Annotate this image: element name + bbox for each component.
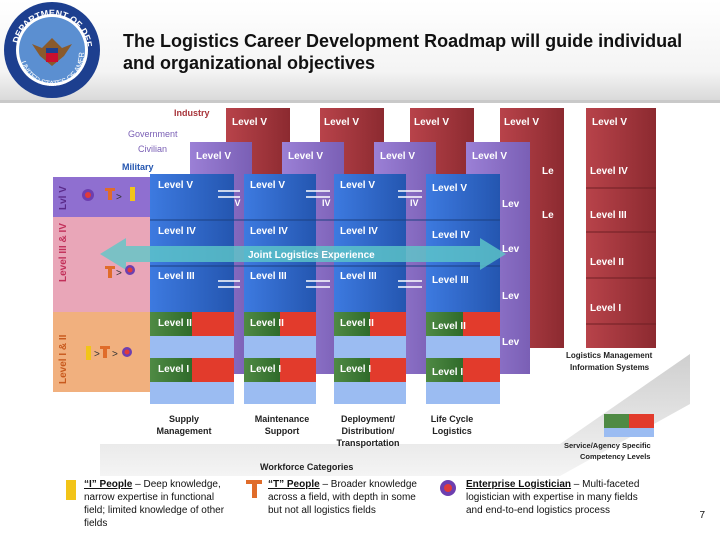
svg-text:Level V: Level V [414,117,449,128]
sector-military: Military [122,162,154,172]
legend-i-people-icon [66,480,76,500]
svg-text:Level IV: Level IV [250,226,288,237]
svg-text:Lev: Lev [502,244,520,255]
svg-text:IV: IV [410,198,419,208]
svg-text:Management: Management [156,426,211,436]
svg-text:Level I: Level I [590,303,621,314]
svg-text:Level I: Level I [340,364,371,375]
svg-text:Level V: Level V [158,180,193,191]
band-level-iii-iv-label: Level III & IV [58,223,69,282]
page-number: 7 [699,510,705,521]
column-label-deployment: Deployment/ [341,414,396,424]
svg-text:Level II: Level II [432,321,466,332]
header-rule [0,100,720,103]
legend-t-people: “T” People – Broader knowledge across a … [268,479,417,516]
lmis-label-line1: Logistics Management [566,351,653,360]
svg-text:Transportation: Transportation [336,438,399,448]
column-label-supply: Supply [169,414,199,424]
military-columns: Level V Level V Level V Level V Level IV… [150,174,500,404]
band-lvl-v-label: Lvl V [58,186,69,210]
svg-text:Level IV: Level IV [432,230,470,241]
svg-text:Level V: Level V [288,151,323,162]
lmis-label-line2: Information Systems [570,363,650,372]
svg-text:Level V: Level V [196,151,231,162]
svg-text:Level IV: Level IV [590,166,628,177]
svg-text:Level V: Level V [324,117,359,128]
svg-text:Level V: Level V [380,151,415,162]
svg-text:Level V: Level V [504,117,539,128]
competency-label-line1: Service/Agency Specific [564,441,651,450]
competency-swatch [604,414,654,437]
svg-text:Level III: Level III [590,210,627,221]
i-people-icon [130,187,135,201]
band-lvl-v [53,177,153,217]
svg-text:Level V: Level V [472,151,507,162]
svg-text:Level IV: Level IV [340,226,378,237]
svg-text:Level V: Level V [592,117,627,128]
svg-text:>: > [116,192,122,203]
slide-header [0,0,720,102]
svg-text:Level II: Level II [250,318,284,329]
banner-label: Joint Logistics Experience [248,250,375,261]
legend-enterprise-icon [440,480,456,496]
svg-text:Lev: Lev [502,337,520,348]
competency-label-line2: Competency Levels [580,452,650,461]
legend-i-people: “I” People – Deep knowledge, narrow expe… [84,479,225,529]
svg-text:Level II: Level II [340,318,374,329]
svg-text:Level III: Level III [432,275,469,286]
svg-text:Lev: Lev [502,199,520,210]
svg-text:Level I: Level I [158,364,189,375]
enterprise-logistician-icon [82,189,94,201]
svg-text:Support: Support [265,426,300,436]
svg-text:Level V: Level V [340,180,375,191]
band-level-iii-iv [53,217,153,312]
svg-text:>: > [112,349,118,360]
svg-text:>: > [116,268,122,279]
joint-logistics-banner: Joint Logistics Experience [100,238,506,270]
floor-shadow [100,354,690,476]
svg-text:Logistics: Logistics [432,426,472,436]
band-level-i-ii-label: Level I & II [58,334,69,384]
slide-title: The Logistics Career Development Roadmap… [123,31,683,73]
svg-text:Level V: Level V [250,180,285,191]
svg-text:Level V: Level V [232,117,267,128]
svg-text:IV: IV [322,198,331,208]
sector-industry: Industry [174,108,210,118]
row-icons: > > > > [82,187,135,360]
svg-text:Distribution/: Distribution/ [342,426,395,436]
svg-text:>: > [94,349,100,360]
side-bands: Lvl V Level III & IV Level I & II [53,177,153,392]
svg-text:Level III: Level III [340,271,377,282]
legend-enterprise: Enterprise Logistician – Multi-faceted l… [466,479,640,516]
svg-text:Level II: Level II [590,257,624,268]
svg-text:Level III: Level III [158,271,195,282]
column-label-lifecycle: Life Cycle [431,414,474,424]
svg-text:Lev: Lev [502,291,520,302]
sector-civilian: Civilian [138,144,167,154]
sector-government: Government [128,129,178,139]
svg-text:Level V: Level V [432,183,467,194]
svg-text:IV: IV [232,198,241,208]
svg-text:Level III: Level III [250,271,287,282]
svg-text:Level IV: Level IV [158,226,196,237]
svg-text:Le: Le [542,210,554,221]
svg-text:Level I: Level I [250,364,281,375]
career-roadmap-diagram: Lvl V Level III & IV Level I & II Indust… [53,108,690,476]
svg-text:Level I: Level I [432,367,463,378]
svg-text:Level II: Level II [158,318,192,329]
column-label-maintenance: Maintenance [255,414,310,424]
svg-text:Le: Le [542,166,554,177]
dod-seal-icon: DEPARTMENT OF DEFENSE UNITED STATES OF A… [2,0,100,98]
workforce-categories-label: Workforce Categories [260,462,353,472]
